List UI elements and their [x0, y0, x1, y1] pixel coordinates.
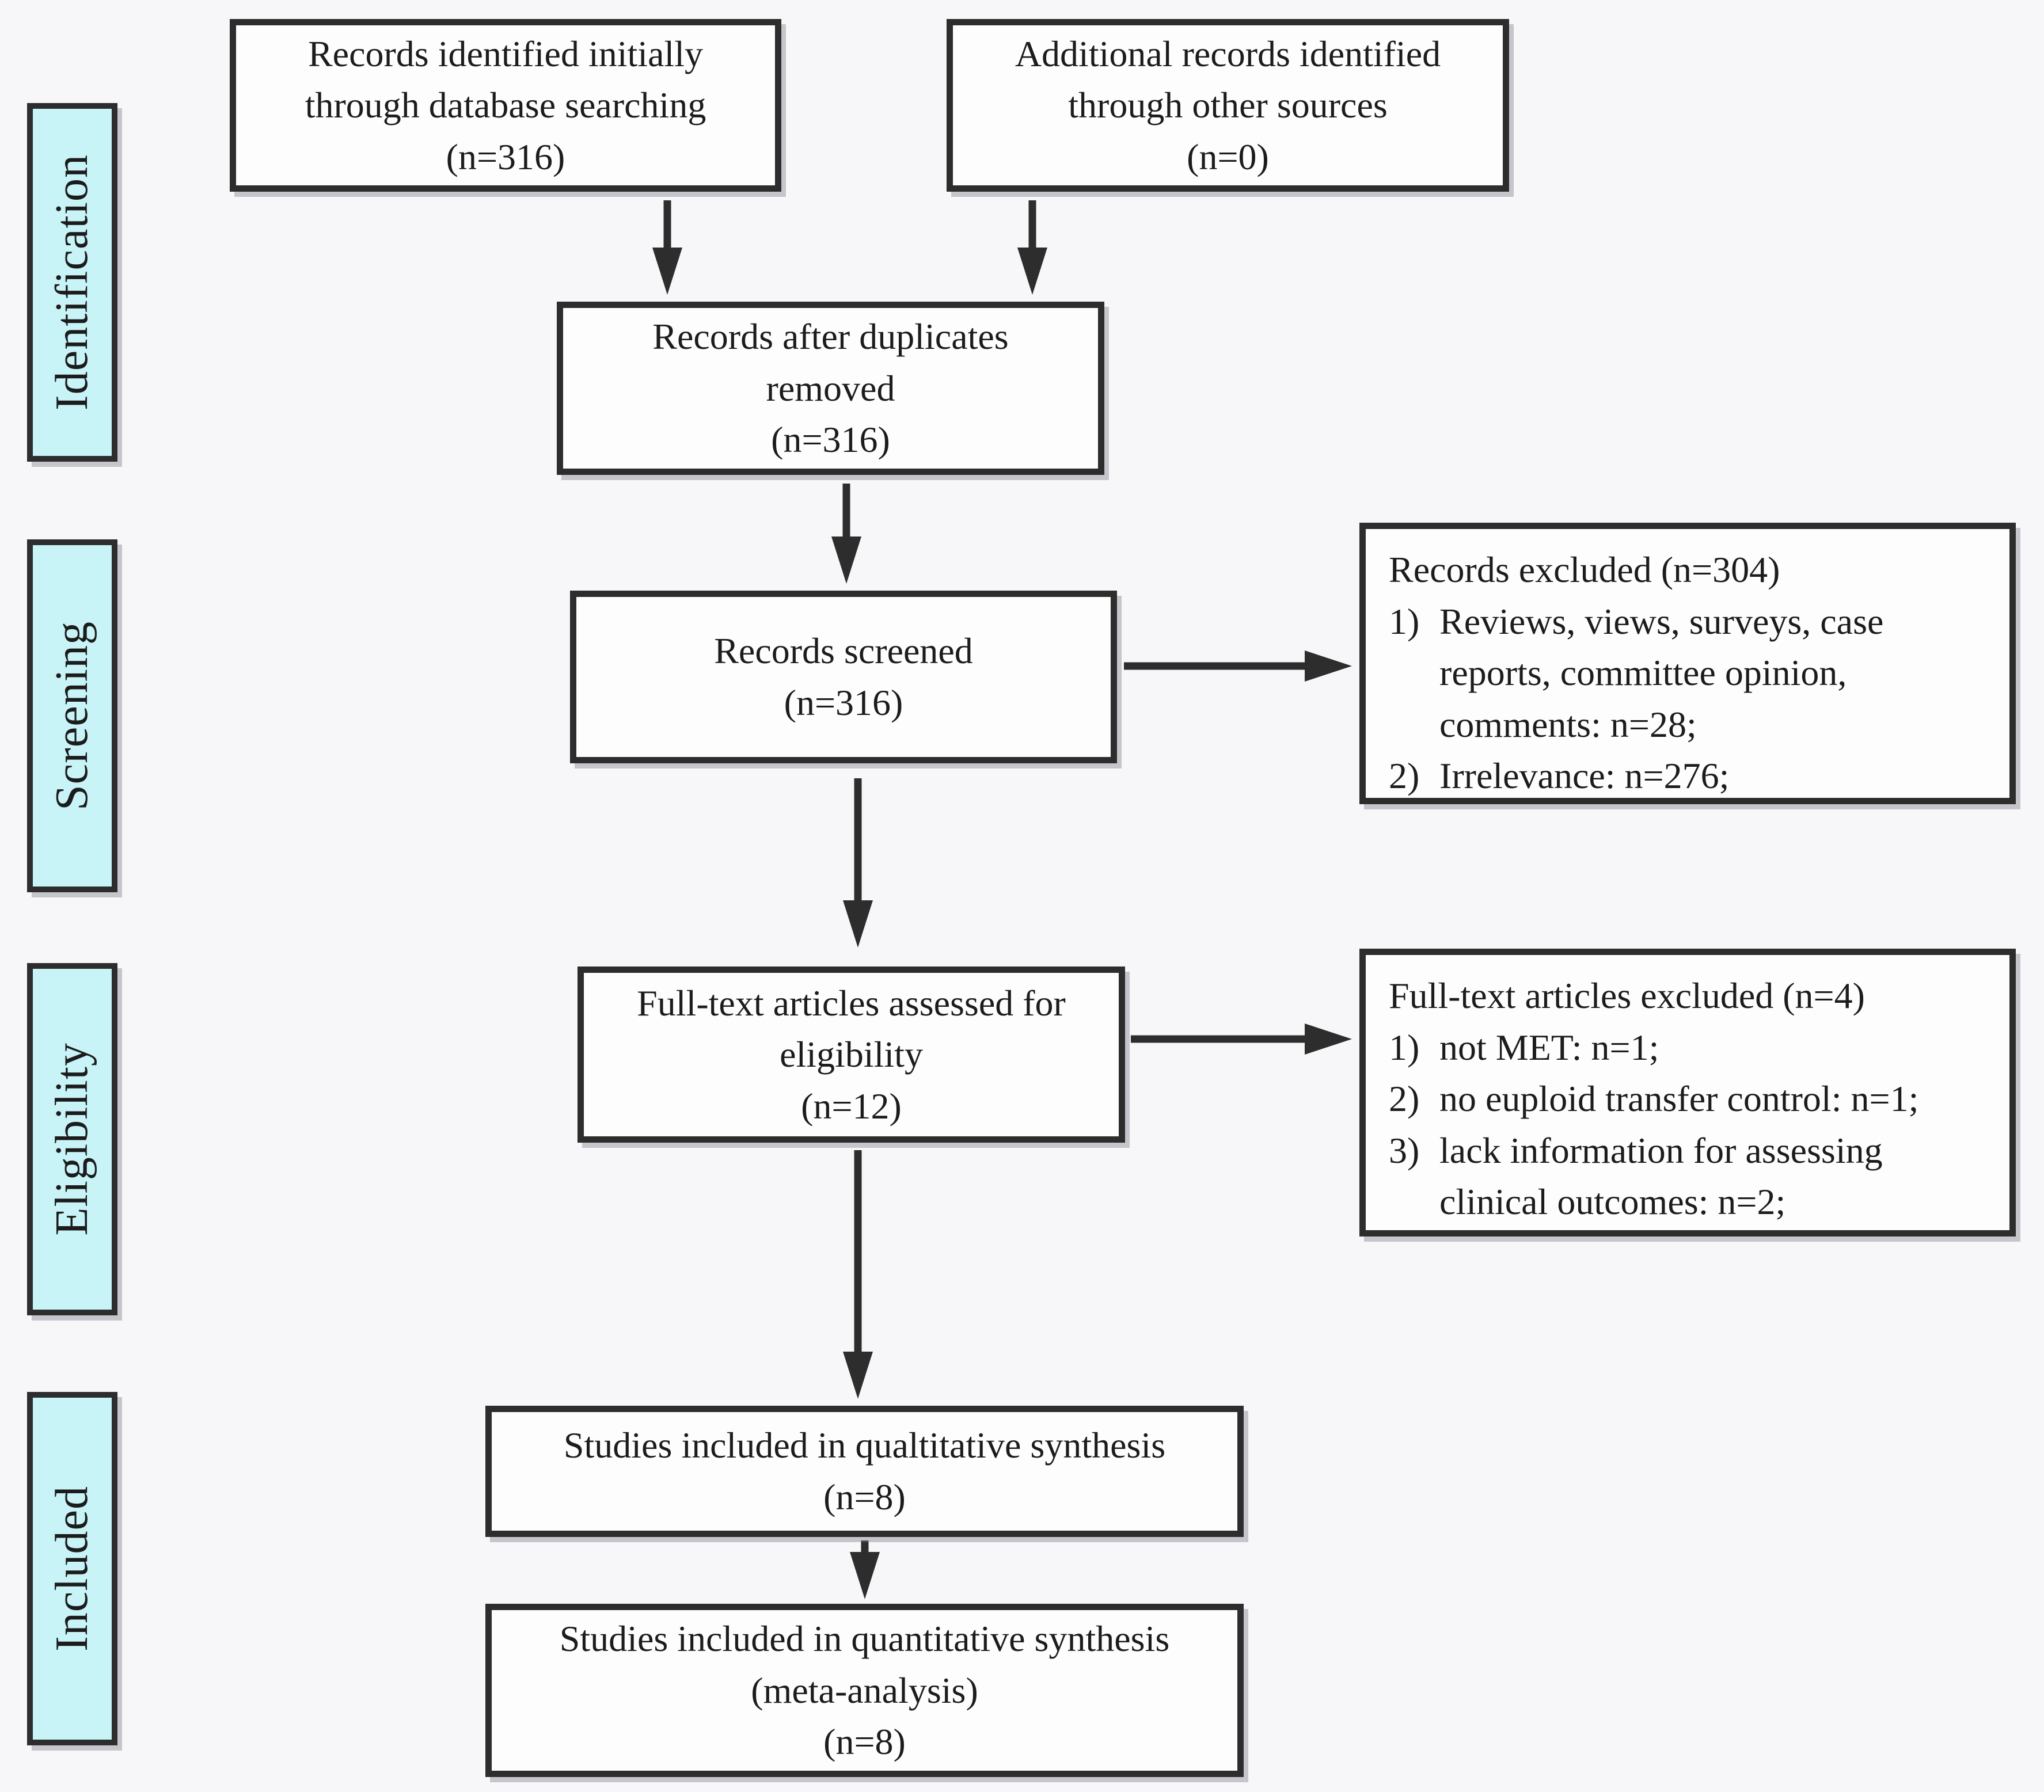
- arrow-fulltext-to-qualitative: [843, 1150, 873, 1399]
- fulltext-excluded-title: Full-text articles excluded (n=4): [1389, 975, 1865, 1016]
- records-excluded-item: 2) Irrelevance: n=276;: [1389, 750, 1989, 802]
- item-number: 3): [1389, 1129, 1420, 1171]
- item-text: lack information for assessing clinical …: [1439, 1129, 1883, 1223]
- item-text: Reviews, views, surveys, case reports, c…: [1439, 600, 1884, 745]
- arrow-qualitative-to-quantitative: [850, 1540, 880, 1599]
- item-number: 2): [1389, 755, 1420, 797]
- arrow-identified-to-duplicates: [652, 200, 682, 295]
- box-records-screened-text: Records screened (n=316): [714, 630, 973, 723]
- box-duplicates-removed-text: Records after duplicates removed (n=316): [652, 316, 1009, 461]
- arrow-other-sources-to-duplicates: [1017, 200, 1047, 295]
- box-quantitative-synthesis: Studies included in quantitative synthes…: [485, 1604, 1244, 1777]
- stage-label-text: Screening: [47, 621, 97, 811]
- stage-label-included: Included: [27, 1392, 117, 1745]
- item-number: 2): [1389, 1078, 1420, 1120]
- fulltext-excluded-item: 1) not MET: n=1;: [1389, 1022, 1989, 1074]
- item-text: not MET: n=1;: [1439, 1026, 1659, 1068]
- arrow-duplicates-to-screened: [831, 484, 861, 584]
- item-number: 1): [1389, 1026, 1420, 1068]
- fulltext-excluded-item: 2) no euploid transfer control: n=1;: [1389, 1073, 1989, 1125]
- box-additional-records-text: Additional records identified through ot…: [1015, 33, 1441, 177]
- stage-label-eligibility: Eligibility: [27, 963, 117, 1315]
- stage-label-text: Included: [47, 1486, 97, 1652]
- box-records-screened: Records screened (n=316): [570, 591, 1117, 763]
- box-fulltext-assessed-text: Full-text articles assessed for eligibil…: [637, 982, 1066, 1127]
- box-fulltext-assessed: Full-text articles assessed for eligibil…: [578, 967, 1125, 1143]
- box-records-identified-text: Records identified initially through dat…: [305, 33, 706, 177]
- box-quantitative-synthesis-text: Studies included in quantitative synthes…: [559, 1618, 1170, 1763]
- box-qualitative-synthesis-text: Studies included in qualtitative synthes…: [563, 1425, 1166, 1517]
- box-additional-records: Additional records identified through ot…: [947, 19, 1509, 192]
- item-number: 1): [1389, 600, 1420, 642]
- records-excluded-title: Records excluded (n=304): [1389, 549, 1780, 590]
- box-fulltext-excluded: Full-text articles excluded (n=4) 1) not…: [1359, 949, 2016, 1236]
- box-records-identified: Records identified initially through dat…: [230, 19, 781, 192]
- box-duplicates-removed: Records after duplicates removed (n=316): [557, 302, 1104, 475]
- arrow-screened-to-fulltext: [843, 778, 873, 948]
- stage-label-identification: Identification: [27, 103, 117, 462]
- fulltext-excluded-item: 3) lack information for assessing clinic…: [1389, 1125, 1989, 1228]
- box-qualitative-synthesis: Studies included in qualtitative synthes…: [485, 1406, 1244, 1537]
- arrow-fulltext-to-fulltext-excluded: [1131, 1024, 1352, 1055]
- records-excluded-item: 1) Reviews, views, surveys, case reports…: [1389, 596, 1989, 751]
- stage-label-text: Identification: [47, 154, 97, 410]
- box-records-excluded: Records excluded (n=304) 1) Reviews, vie…: [1359, 523, 2016, 804]
- item-text: no euploid transfer control: n=1;: [1439, 1078, 1919, 1120]
- stage-label-text: Eligibility: [47, 1043, 97, 1236]
- arrow-screened-to-records-excluded: [1124, 650, 1352, 682]
- item-text: Irrelevance: n=276;: [1439, 755, 1730, 797]
- stage-label-screening: Screening: [27, 539, 117, 892]
